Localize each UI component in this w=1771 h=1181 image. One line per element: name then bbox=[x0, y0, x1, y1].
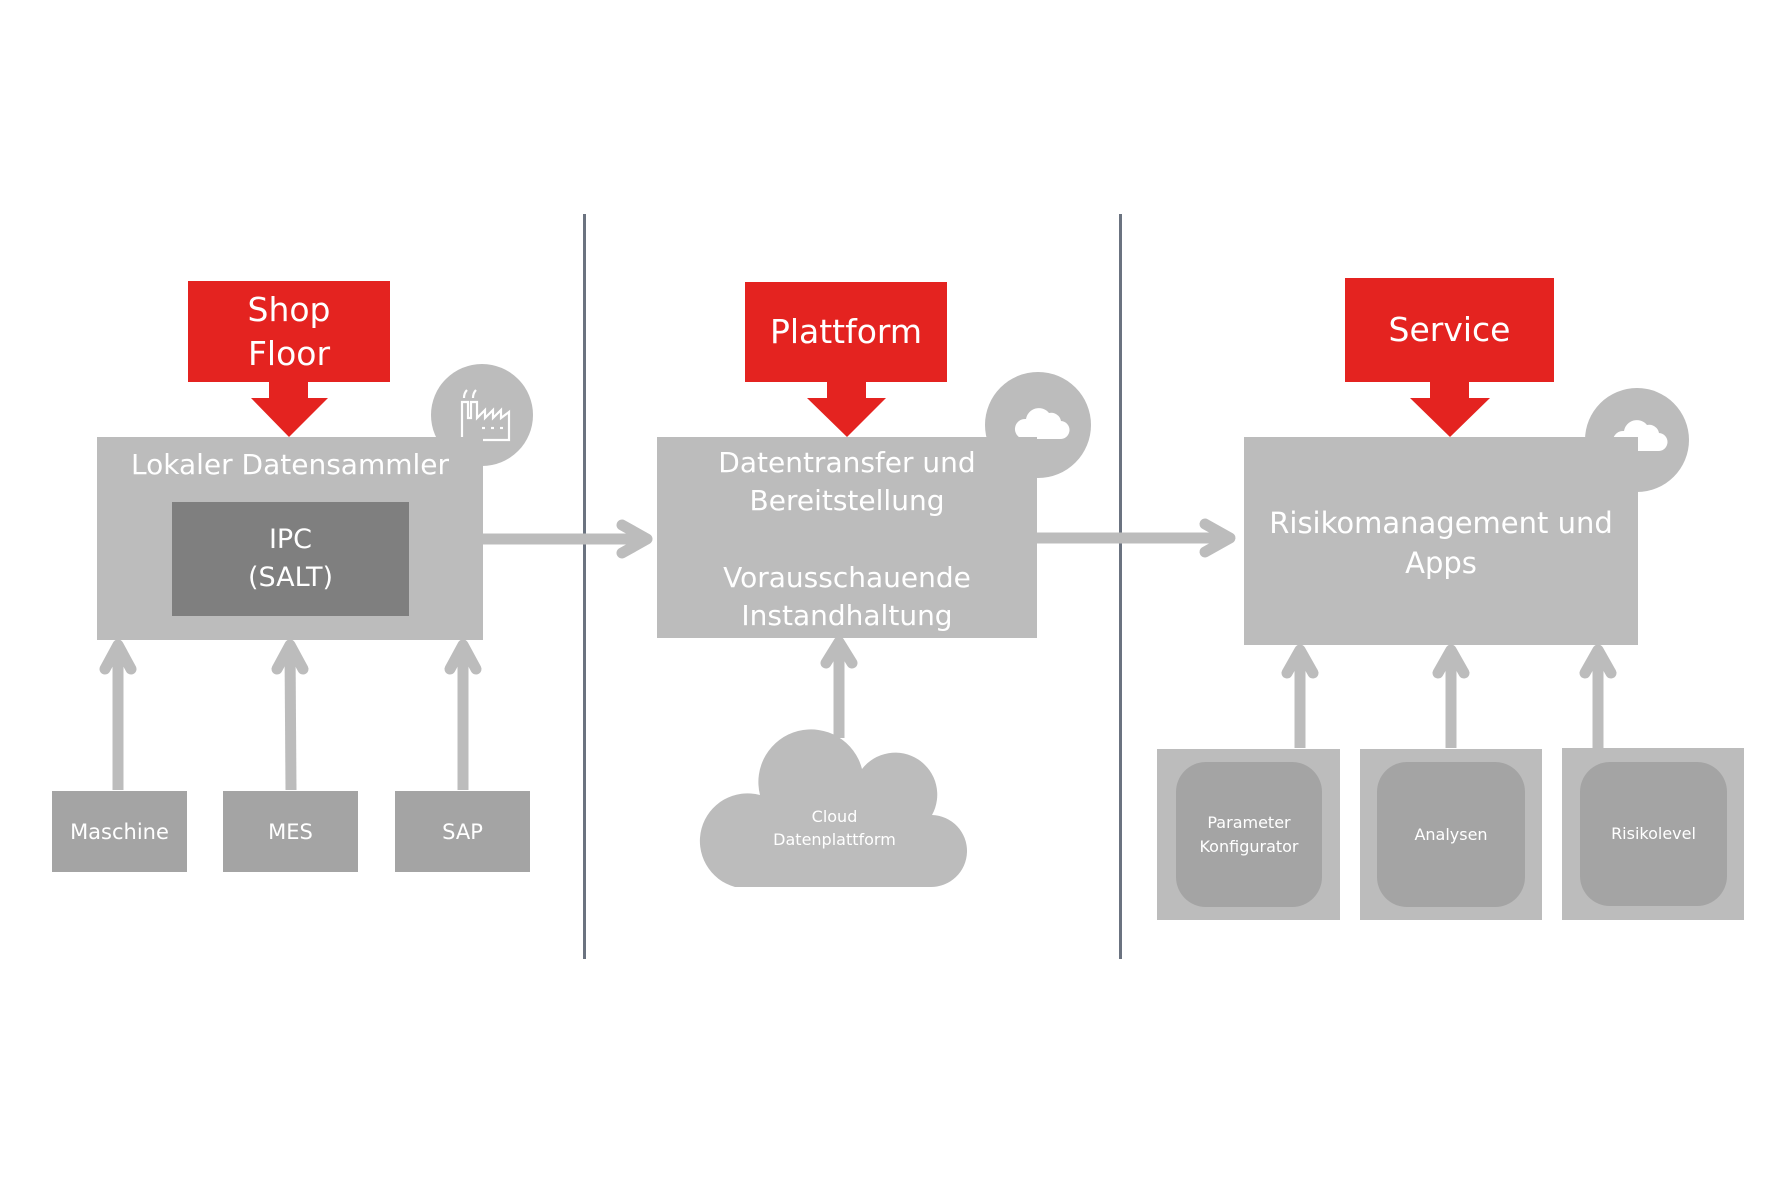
main-box-text-top: Datentransfer und Bereitstellung bbox=[657, 444, 1037, 520]
app-tile-inner: Risikolevel bbox=[1580, 762, 1727, 906]
text-line: Datentransfer und bbox=[718, 446, 976, 479]
main-box-lokaler-datensammler: Lokaler Datensammler IPC (SALT) bbox=[97, 437, 483, 640]
red-arrow-service bbox=[1410, 381, 1490, 437]
arrow-parameter-up bbox=[1281, 644, 1319, 748]
main-box-risikomanagement: Risikomanagement und Apps bbox=[1244, 437, 1638, 645]
text-line: Risikomanagement und bbox=[1269, 506, 1613, 540]
arrow-sap-up bbox=[444, 639, 482, 790]
ipc-label: IPC bbox=[268, 524, 313, 555]
ipc-sublabel: (SALT) bbox=[248, 562, 333, 593]
app-tile-inner: Analysen bbox=[1377, 762, 1525, 907]
text-line: Instandhaltung bbox=[741, 599, 953, 632]
app-label: Analysen bbox=[1414, 824, 1488, 844]
header-service: Service bbox=[1345, 278, 1554, 382]
app-label: Parameter bbox=[1207, 812, 1291, 832]
app-tile-inner: Parameter Konfigurator bbox=[1176, 762, 1322, 907]
ipc-box: IPC (SALT) bbox=[172, 502, 409, 616]
header-line: Floor bbox=[247, 333, 331, 373]
source-label: MES bbox=[268, 819, 313, 844]
column-divider-2 bbox=[1119, 214, 1122, 959]
app-label: Konfigurator bbox=[1199, 836, 1299, 856]
text-line: Datenplattform bbox=[773, 830, 896, 849]
arrow-risikolevel-up bbox=[1579, 644, 1617, 748]
arrow-mes-up bbox=[271, 639, 309, 791]
app-tile-parameter-konfigurator: Parameter Konfigurator bbox=[1157, 749, 1340, 920]
text-line: Cloud bbox=[811, 807, 858, 826]
source-label: Maschine bbox=[70, 819, 169, 844]
arrow-maschine-up bbox=[99, 639, 137, 790]
cloud-icon bbox=[1014, 408, 1070, 440]
arrow-cloud-up bbox=[820, 636, 858, 738]
header-line: Plattform bbox=[769, 312, 923, 351]
app-tile-analysen: Analysen bbox=[1360, 749, 1542, 920]
text-line: Apps bbox=[1405, 546, 1477, 580]
flow-arrow-shopfloor-to-plattform bbox=[483, 519, 653, 559]
header-line: Shop bbox=[247, 289, 331, 329]
main-box-title: Lokaler Datensammler bbox=[130, 448, 450, 481]
factory-icon bbox=[460, 389, 511, 442]
arrow-analysen-up bbox=[1432, 644, 1470, 748]
text-line: Bereitstellung bbox=[749, 484, 945, 517]
source-box-maschine: Maschine bbox=[52, 791, 187, 872]
text-line: Vorausschauende bbox=[723, 561, 971, 594]
header-plattform: Plattform bbox=[745, 282, 947, 382]
flow-arrow-plattform-to-service bbox=[1037, 518, 1236, 558]
header-line: Service bbox=[1388, 310, 1511, 349]
source-box-sap: SAP bbox=[395, 791, 530, 872]
main-box-text: Risikomanagement und Apps bbox=[1244, 503, 1638, 583]
red-arrow-plattform bbox=[807, 381, 886, 437]
app-tile-risikolevel: Risikolevel bbox=[1562, 748, 1744, 920]
main-box-datentransfer: Datentransfer und Bereitstellung Vorauss… bbox=[657, 437, 1037, 638]
main-box-text-bottom: Vorausschauende Instandhaltung bbox=[657, 559, 1037, 635]
column-divider-1 bbox=[583, 214, 586, 959]
app-label: Risikolevel bbox=[1611, 824, 1696, 843]
cloud-datenplattform-label: Cloud Datenplattform bbox=[707, 805, 962, 851]
source-box-mes: MES bbox=[223, 791, 358, 872]
red-arrow-shop-floor bbox=[251, 381, 328, 437]
header-shop-floor: Shop Floor bbox=[188, 281, 390, 382]
source-label: SAP bbox=[442, 819, 483, 844]
